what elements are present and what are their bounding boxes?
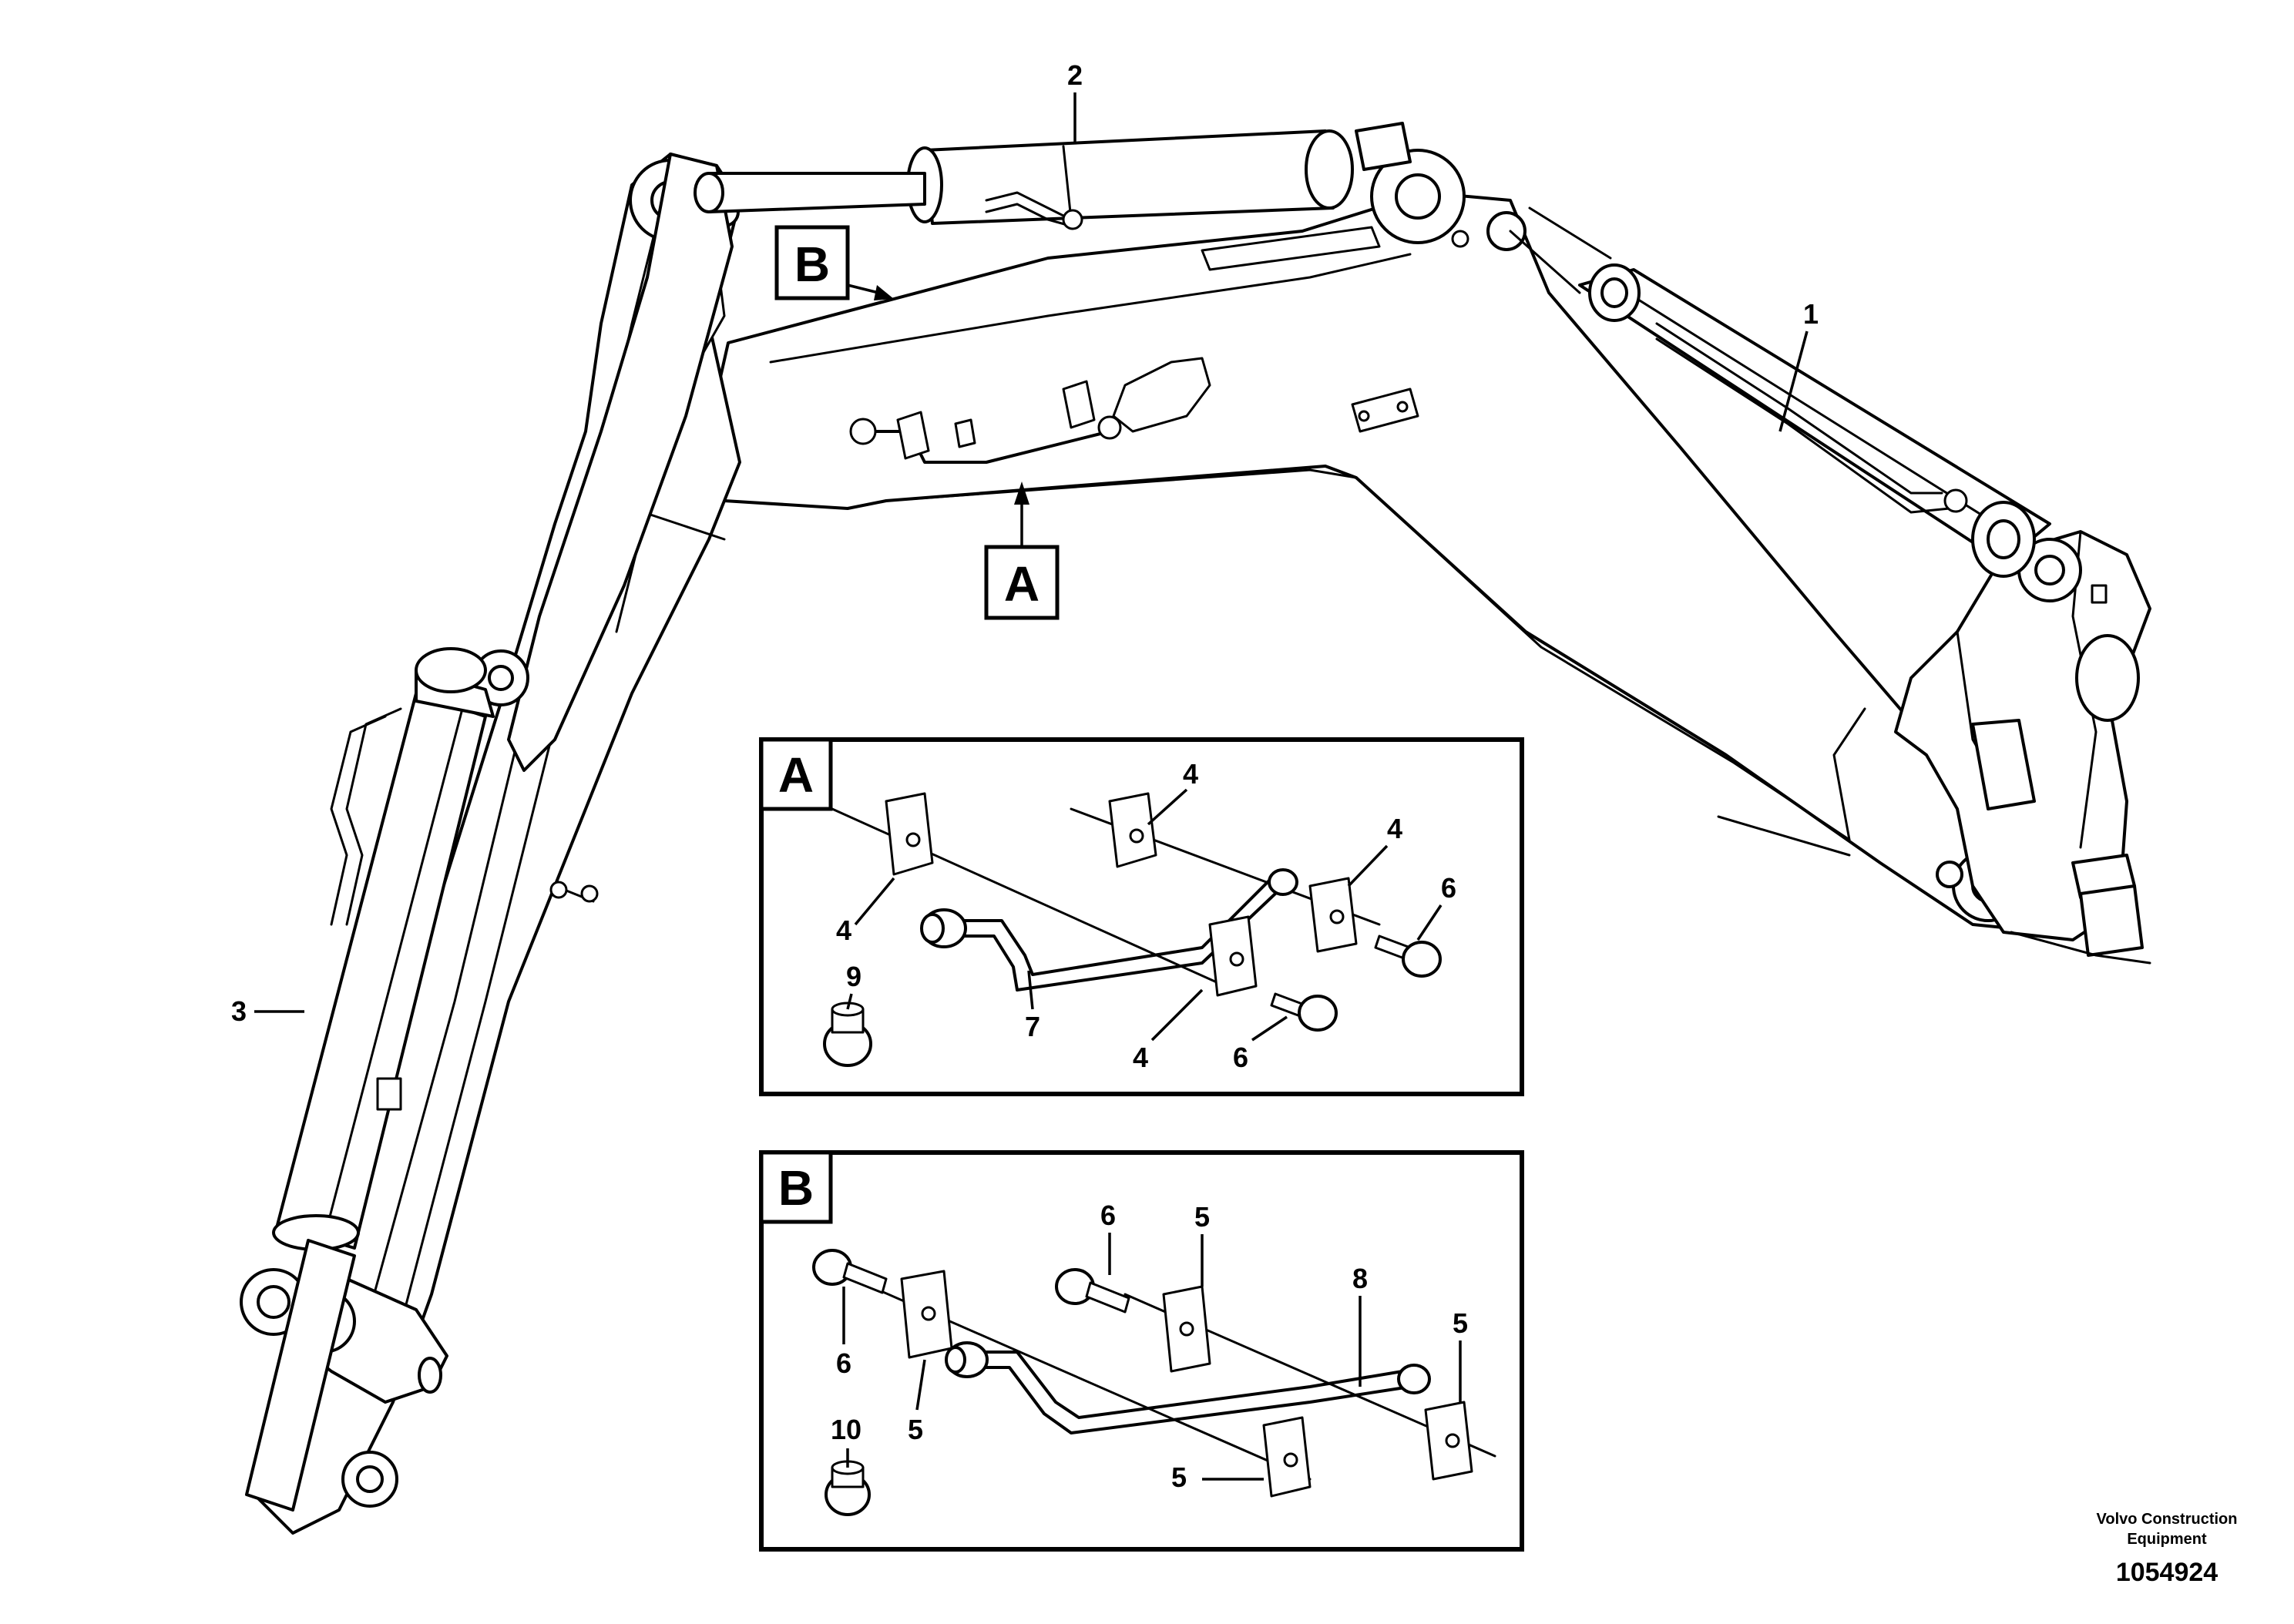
credit-line-1: Volvo Construction — [2097, 1511, 2238, 1528]
inset-b-callout-5-right: 5 — [1453, 1307, 1468, 1339]
swing-bracket — [1894, 530, 2151, 965]
inset-b: B — [759, 1150, 1524, 1552]
inset-b-frame — [759, 1150, 1524, 1552]
clamp-4-right — [1308, 877, 1358, 953]
boom-assembly — [240, 122, 2151, 1535]
main-tag-a: A — [984, 481, 1060, 620]
main-tag-b: B — [774, 225, 894, 300]
inset-b-callout-5-mid: 5 — [1194, 1201, 1210, 1233]
main-callouts: 2 1 3 — [231, 59, 1819, 1027]
inset-b-callout-6-mid: 6 — [1100, 1200, 1116, 1231]
bolt-6-right — [1374, 934, 1442, 978]
callout-1: 1 — [1803, 298, 1819, 330]
clamp-4-left — [885, 792, 934, 876]
main-tag-b-label: B — [794, 237, 830, 292]
credit-block: Volvo Construction Equipment 1054924 — [2097, 1511, 2238, 1587]
inset-a-callout-6-right: 6 — [1441, 872, 1456, 904]
inset-b-tag: B — [778, 1160, 814, 1216]
inset-a-callout-4-right: 4 — [1387, 813, 1402, 844]
main-tag-a-label: A — [1004, 556, 1040, 612]
boom-cylinder — [1509, 206, 2051, 578]
top-cylinder — [694, 122, 1412, 230]
bolt-6-bottom — [1270, 992, 1338, 1032]
callout-3: 3 — [231, 995, 247, 1027]
arm-cylinder — [245, 647, 495, 1512]
clamp-5-mid — [1162, 1285, 1211, 1373]
bolt-6-b-left — [812, 1249, 888, 1294]
inset-b-callout-8: 8 — [1352, 1263, 1368, 1294]
inset-a-callout-4-left: 4 — [836, 914, 851, 946]
credit-line-2: Equipment — [2127, 1531, 2207, 1548]
clamp-4-top — [1108, 792, 1157, 868]
plug-10 — [825, 1460, 871, 1516]
inset-b-callout-5-bottom: 5 — [1171, 1461, 1187, 1493]
boom-pipe-a — [849, 380, 1122, 464]
callout-2: 2 — [1067, 59, 1083, 91]
clamp-4-bottom — [1208, 915, 1258, 997]
inset-a-frame — [759, 737, 1524, 1096]
inset-a-tag: A — [778, 747, 814, 803]
plug-9 — [823, 1002, 872, 1067]
clamp-5-bottom — [1262, 1416, 1312, 1498]
inset-a-callout-4-bottom: 4 — [1133, 1042, 1148, 1073]
bolt-6-b-mid — [1055, 1268, 1130, 1314]
clamp-5-left — [900, 1270, 953, 1359]
clamp-5-right — [1424, 1401, 1473, 1481]
inset-b-callout-10: 10 — [831, 1414, 862, 1445]
inset-a-callout-4-top: 4 — [1183, 758, 1198, 790]
inset-b-callout-6-left: 6 — [836, 1347, 851, 1379]
inset-a-callout-9: 9 — [846, 961, 862, 992]
inset-a: A — [759, 737, 1524, 1096]
inset-a-callout-7: 7 — [1025, 1011, 1040, 1042]
document-number: 1054924 — [2116, 1558, 2218, 1587]
inset-a-callout-6-bottom: 6 — [1233, 1042, 1248, 1073]
inset-b-callout-5-left: 5 — [908, 1414, 923, 1445]
